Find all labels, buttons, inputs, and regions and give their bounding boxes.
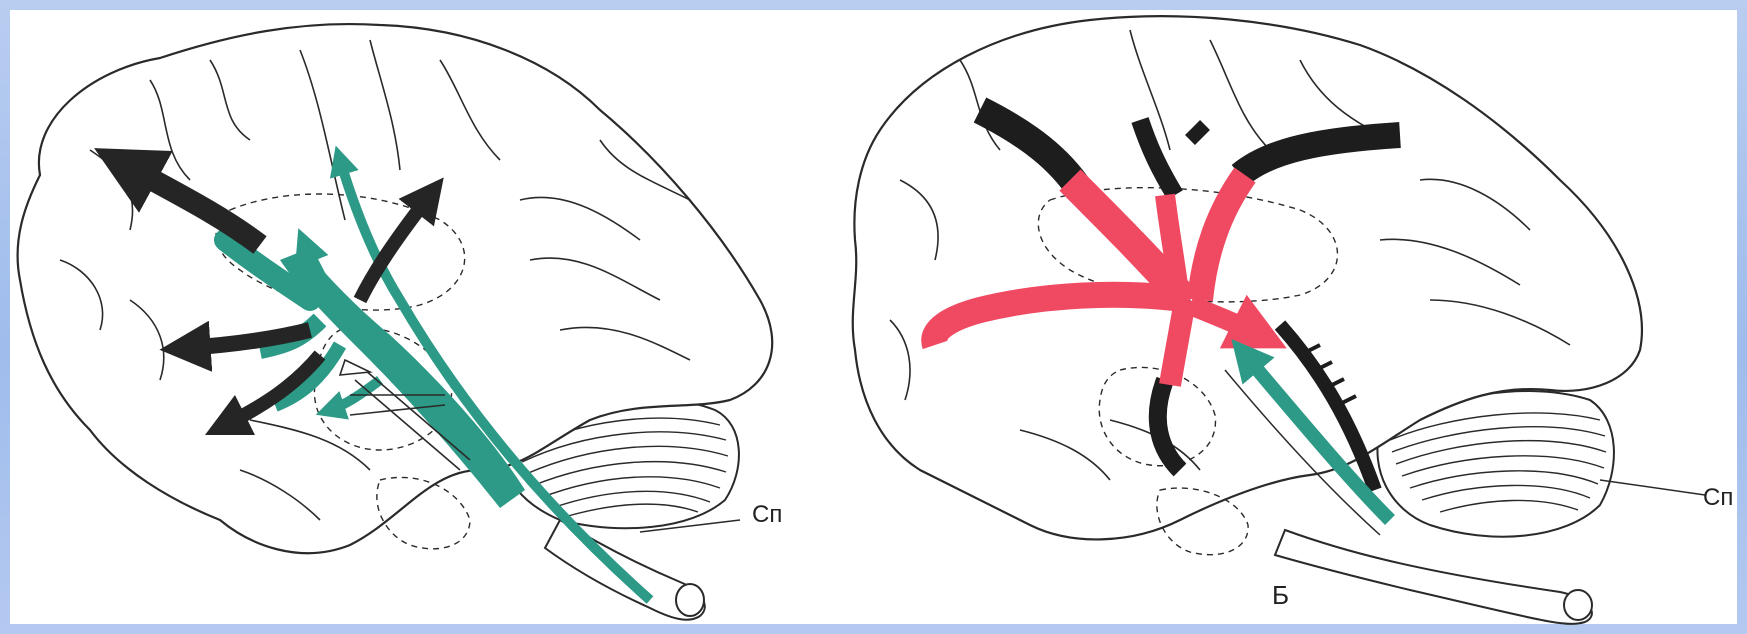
- panel-label-b: Б: [1272, 580, 1289, 610]
- pointer-label-b: Сп: [1703, 484, 1733, 511]
- pointer-label-a: Сп: [752, 501, 782, 528]
- brainstem-cut-b: [1564, 590, 1592, 620]
- brainstem-cut-a: [676, 584, 704, 616]
